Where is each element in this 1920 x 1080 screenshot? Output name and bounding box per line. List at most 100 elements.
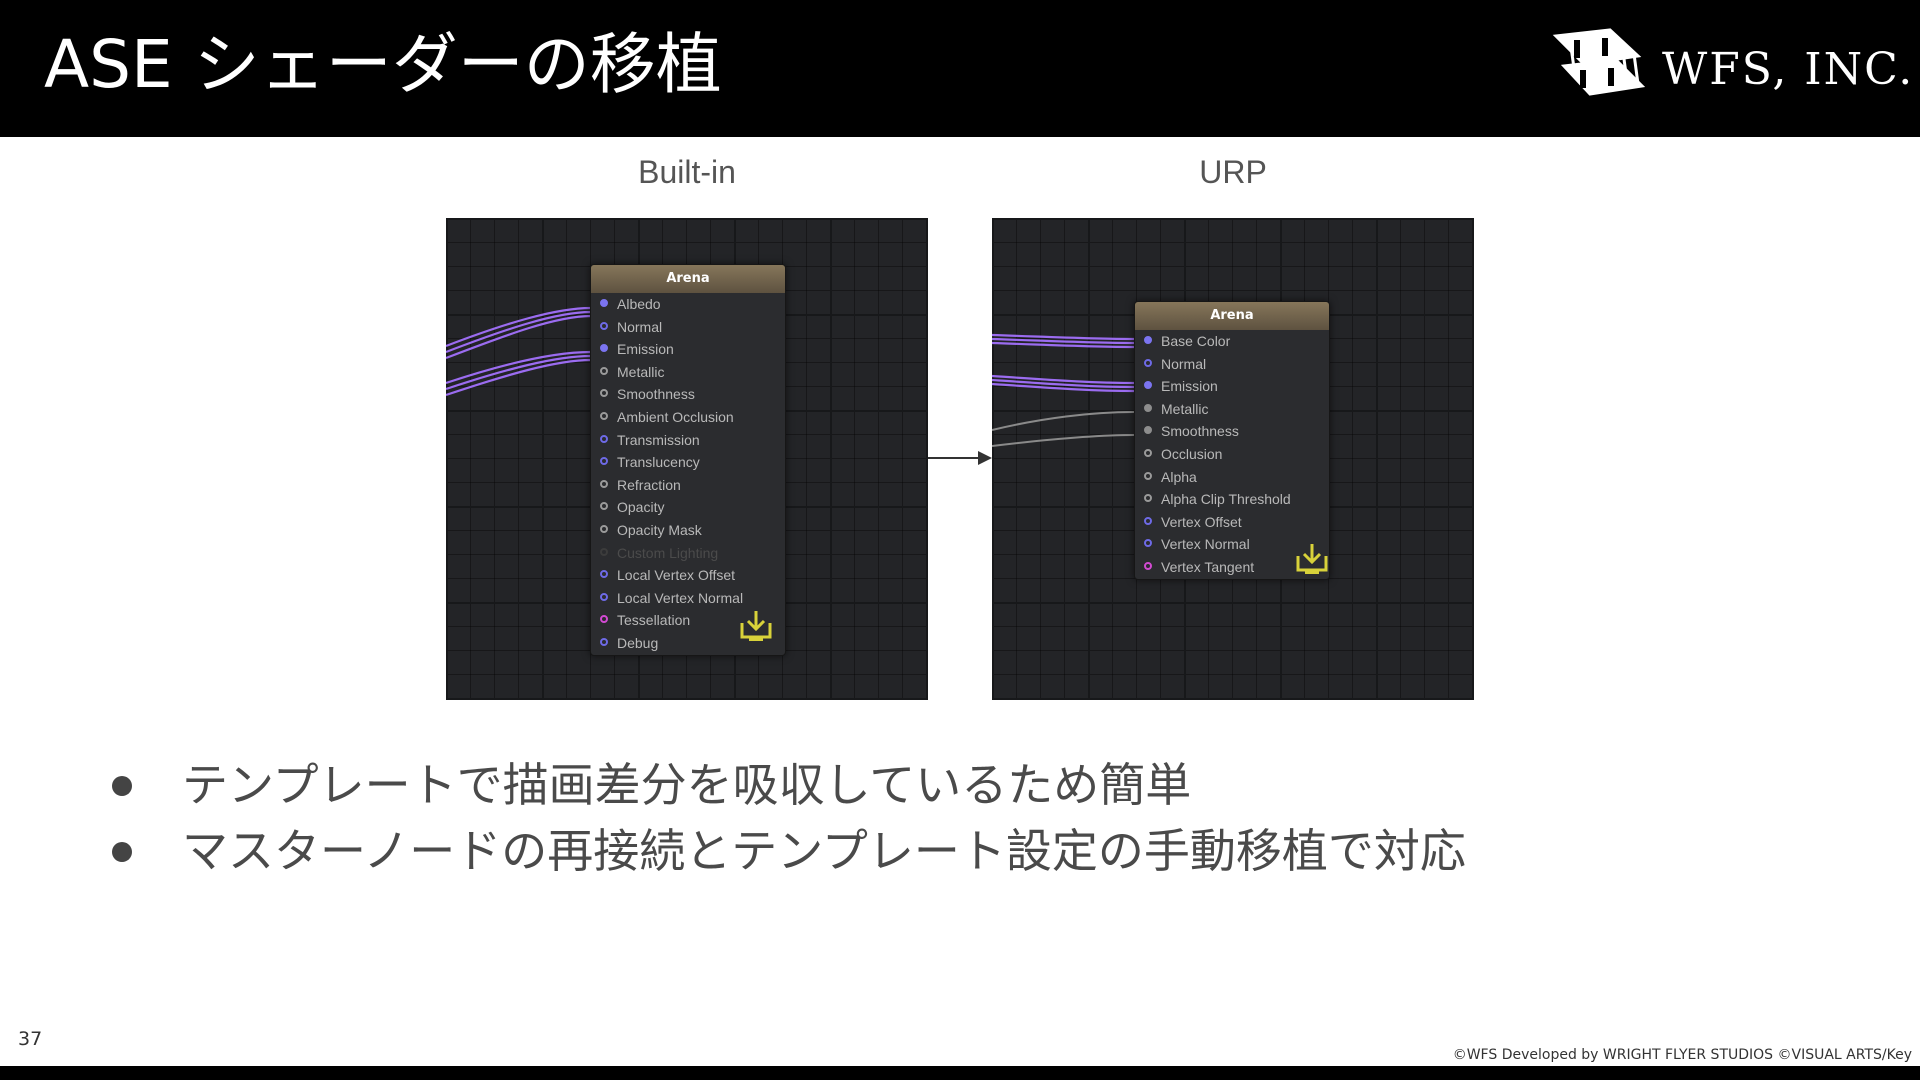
bullet-dot	[112, 842, 132, 862]
urp-label: URP	[1199, 154, 1267, 190]
port-socket-icon[interactable]	[1144, 426, 1152, 435]
slide-header: ASE シェーダーの移植 WFS, INC.	[0, 0, 1920, 137]
port-alpha-clip-threshold[interactable]: Alpha Clip Threshold	[1135, 488, 1329, 511]
port-label: Smoothness	[617, 386, 695, 403]
port-label: Tessellation	[617, 612, 691, 629]
port-socket-icon[interactable]	[1144, 516, 1152, 525]
builtin-wires	[446, 306, 592, 397]
node-title: Arena	[1135, 302, 1329, 330]
port-label: Ambient Occlusion	[617, 408, 734, 425]
port-emission[interactable]: Emission	[1135, 375, 1329, 398]
page-number: 37	[18, 1028, 43, 1050]
download-tray-icon[interactable]	[1295, 542, 1329, 574]
port-ambient-occlusion[interactable]: Ambient Occlusion	[591, 406, 785, 429]
port-label: Opacity	[617, 499, 665, 516]
port-label: Local Vertex Offset	[617, 567, 736, 584]
port-label: Emission	[1161, 378, 1218, 395]
port-label: Base Color	[1161, 333, 1231, 349]
port-label: Vertex Normal	[1161, 536, 1250, 553]
port-occlusion[interactable]: Occlusion	[1135, 443, 1329, 466]
port-transmission[interactable]: Transmission	[591, 429, 785, 452]
port-socket-icon[interactable]	[600, 434, 608, 443]
port-emission[interactable]: Emission	[591, 338, 785, 361]
port-base-color[interactable]: Base Color	[1135, 330, 1329, 353]
arrow-right-icon	[928, 451, 992, 465]
port-metallic[interactable]: Metallic	[1135, 398, 1329, 421]
port-label: Metallic	[617, 363, 665, 380]
port-local-vertex-offset[interactable]: Local Vertex Offset	[591, 564, 785, 587]
port-label: Normal	[1161, 355, 1207, 372]
port-smoothness[interactable]: Smoothness	[1135, 420, 1329, 443]
download-tray-icon[interactable]	[739, 609, 773, 641]
port-label: Vertex Offset	[1161, 513, 1242, 530]
port-translucency[interactable]: Translucency	[591, 451, 785, 474]
port-label: Local Vertex Normal	[617, 589, 744, 606]
port-socket-icon[interactable]	[600, 592, 608, 601]
port-socket-icon[interactable]	[600, 502, 608, 511]
port-socket-icon[interactable]	[1144, 539, 1152, 548]
port-vertex-normal[interactable]: Vertex Normal	[1135, 533, 1329, 556]
port-refraction[interactable]: Refraction	[591, 474, 785, 497]
company-logo: WFS, INC.	[1550, 26, 1912, 108]
port-socket-icon[interactable]	[1144, 471, 1152, 480]
port-debug[interactable]: Debug	[591, 632, 785, 655]
port-socket-icon[interactable]	[1144, 358, 1152, 367]
port-socket-icon[interactable]	[1144, 494, 1152, 503]
port-vertex-offset[interactable]: Vertex Offset	[1135, 511, 1329, 534]
port-socket-icon[interactable]	[1144, 336, 1152, 344]
port-label: Alpha Clip Threshold	[1161, 491, 1291, 508]
port-socket-icon[interactable]	[600, 547, 608, 556]
port-socket-icon[interactable]	[1144, 403, 1152, 412]
port-label: Albedo	[617, 296, 661, 312]
port-label: Custom Lighting	[617, 544, 719, 561]
port-socket-icon[interactable]	[600, 389, 608, 398]
port-label: Refraction	[617, 476, 681, 493]
port-label: Metallic	[1161, 400, 1209, 417]
port-label: Normal	[617, 318, 663, 335]
port-socket-icon[interactable]	[600, 344, 608, 353]
port-albedo[interactable]: Albedo	[591, 293, 785, 316]
port-label: Transmission	[617, 431, 700, 448]
port-socket-icon[interactable]	[600, 615, 608, 624]
port-socket-icon[interactable]	[600, 479, 608, 488]
port-alpha[interactable]: Alpha	[1135, 466, 1329, 489]
port-metallic[interactable]: Metallic	[591, 361, 785, 384]
port-socket-icon[interactable]	[1144, 381, 1152, 390]
port-normal[interactable]: Normal	[591, 316, 785, 339]
port-opacity[interactable]: Opacity	[591, 496, 785, 519]
port-socket-icon[interactable]	[600, 570, 608, 579]
bullet-text: マスターノードの再接続とテンプレート設定の手動移植で対応	[182, 824, 1466, 878]
port-normal[interactable]: Normal	[1135, 353, 1329, 376]
builtin-label: Built-in	[638, 154, 736, 190]
port-socket-icon[interactable]	[600, 637, 608, 646]
port-custom-lighting[interactable]: Custom Lighting	[591, 542, 785, 565]
port-local-vertex-normal[interactable]: Local Vertex Normal	[591, 587, 785, 610]
port-socket-icon[interactable]	[600, 524, 608, 533]
port-socket-icon[interactable]	[600, 299, 608, 307]
port-label: Vertex Tangent	[1161, 558, 1255, 575]
bullet-text: テンプレートで描画差分を吸収しているため簡単	[182, 758, 1192, 812]
port-socket-icon[interactable]	[600, 457, 608, 466]
port-socket-icon[interactable]	[600, 411, 608, 420]
copyright-notice: ©WFS Developed by WRIGHT FLYER STUDIOS ©…	[1452, 1047, 1912, 1063]
bullet-item: マスターノードの再接続とテンプレート設定の手動移植で対応	[108, 818, 1466, 884]
bullet-list: テンプレートで描画差分を吸収しているため簡単 マスターノードの再接続とテンプレー…	[108, 752, 1466, 884]
port-label: Debug	[617, 634, 659, 651]
port-tessellation[interactable]: Tessellation	[591, 609, 785, 632]
port-smoothness[interactable]: Smoothness	[591, 383, 785, 406]
port-socket-icon[interactable]	[600, 366, 608, 375]
port-socket-icon[interactable]	[600, 321, 608, 330]
port-label: Occlusion	[1161, 445, 1223, 462]
bullet-item: テンプレートで描画差分を吸収しているため簡単	[108, 752, 1466, 818]
port-socket-icon[interactable]	[1144, 448, 1152, 457]
port-vertex-tangent[interactable]: Vertex Tangent	[1135, 556, 1329, 579]
footer-bar	[0, 1066, 1920, 1080]
port-socket-icon[interactable]	[1144, 561, 1152, 570]
port-opacity-mask[interactable]: Opacity Mask	[591, 519, 785, 542]
